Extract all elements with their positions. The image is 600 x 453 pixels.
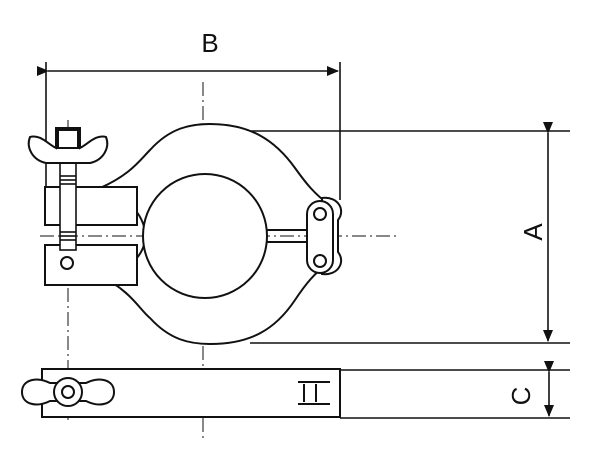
wing-nut-side (20, 377, 116, 407)
dimension-c (340, 361, 570, 419)
clamp-body (97, 122, 331, 346)
dimension-label-c: C (506, 387, 536, 406)
hinge-link (306, 196, 343, 276)
dimension-a (244, 122, 570, 344)
dimension-label-b: B (201, 28, 218, 58)
clamp-lug-lower (44, 244, 138, 286)
wing-nut (27, 127, 109, 164)
clamp-lug-upper (44, 186, 138, 226)
dimension-label-a: A (518, 223, 548, 241)
